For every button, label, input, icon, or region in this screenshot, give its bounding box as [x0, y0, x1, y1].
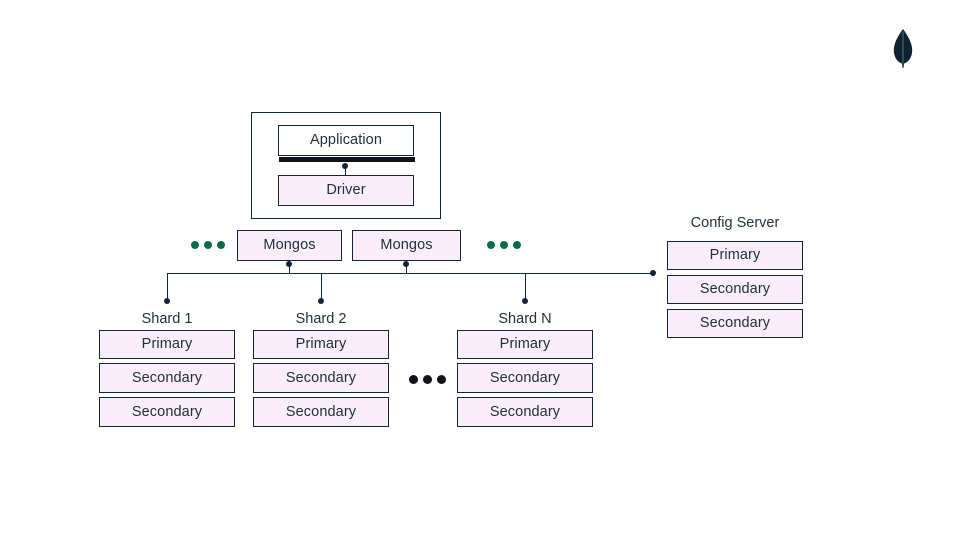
shard-ellipsis	[409, 375, 446, 384]
shard-1-junction-dot	[164, 298, 170, 304]
shard-1-member-secondary-1[interactable]: Secondary	[99, 363, 235, 393]
mongos-router-2-label: Mongos	[380, 237, 433, 254]
config-server-bus-endpoint-dot	[650, 270, 656, 276]
application-driver-connector	[345, 163, 346, 175]
shard-n-member-primary[interactable]: Primary	[457, 330, 593, 359]
shard-2-title: Shard 2	[295, 311, 347, 327]
shard-2-junction-dot	[318, 298, 324, 304]
shard-2-member-primary-label: Primary	[295, 336, 347, 353]
shard-1-member-primary-label: Primary	[141, 336, 193, 353]
config-server-title: Config Server	[690, 215, 780, 231]
mongos-1-junction-dot	[286, 261, 292, 267]
config-server-member-primary-label: Primary	[709, 247, 761, 264]
mongos-ellipsis-left	[191, 241, 225, 249]
application-label: Application	[309, 132, 383, 149]
mongos-2-bus-connector	[406, 261, 407, 273]
mongos-1-bus-connector	[289, 261, 290, 273]
shard-1-member-secondary-2[interactable]: Secondary	[99, 397, 235, 427]
shard-n-drop-line	[525, 273, 526, 300]
shard-2-member-secondary-2[interactable]: Secondary	[253, 397, 389, 427]
shard-n-junction-dot	[522, 298, 528, 304]
shard-2-member-secondary-1[interactable]: Secondary	[253, 363, 389, 393]
config-server-member-secondary-1-label: Secondary	[699, 281, 771, 298]
config-server-member-secondary-2[interactable]: Secondary	[667, 309, 803, 338]
config-server-member-secondary-1[interactable]: Secondary	[667, 275, 803, 304]
mongos-router-2[interactable]: Mongos	[352, 230, 461, 261]
shard-1-drop-line	[167, 273, 168, 300]
shard-n-member-secondary-1-label: Secondary	[489, 369, 561, 386]
shard-2-drop-line	[321, 273, 322, 300]
mongos-2-junction-dot	[403, 261, 409, 267]
shard-1-member-secondary-1-label: Secondary	[131, 369, 203, 386]
config-server-member-secondary-2-label: Secondary	[699, 315, 771, 332]
application-box[interactable]: Application	[278, 125, 415, 162]
mongos-router-1-label: Mongos	[263, 237, 316, 254]
driver-box[interactable]: Driver	[278, 175, 414, 206]
mongodb-leaf-icon	[891, 28, 915, 75]
shard-1-title: Shard 1	[141, 311, 193, 327]
config-server-member-primary[interactable]: Primary	[667, 241, 803, 270]
shard-n-member-secondary-1[interactable]: Secondary	[457, 363, 593, 393]
mongos-ellipsis-right	[487, 241, 521, 249]
application-driver-junction-dot	[342, 163, 348, 169]
cluster-bus-line	[167, 273, 653, 274]
shard-n-title: Shard N	[498, 311, 552, 327]
shard-2-member-primary[interactable]: Primary	[253, 330, 389, 359]
shard-n-member-primary-label: Primary	[499, 336, 551, 353]
shard-2-member-secondary-1-label: Secondary	[285, 369, 357, 386]
shard-2-member-secondary-2-label: Secondary	[285, 403, 357, 420]
driver-label: Driver	[326, 182, 366, 199]
shard-1-member-primary[interactable]: Primary	[99, 330, 235, 359]
shard-n-member-secondary-2[interactable]: Secondary	[457, 397, 593, 427]
shard-1-member-secondary-2-label: Secondary	[131, 403, 203, 420]
mongos-router-1[interactable]: Mongos	[237, 230, 342, 261]
shard-n-member-secondary-2-label: Secondary	[489, 403, 561, 420]
